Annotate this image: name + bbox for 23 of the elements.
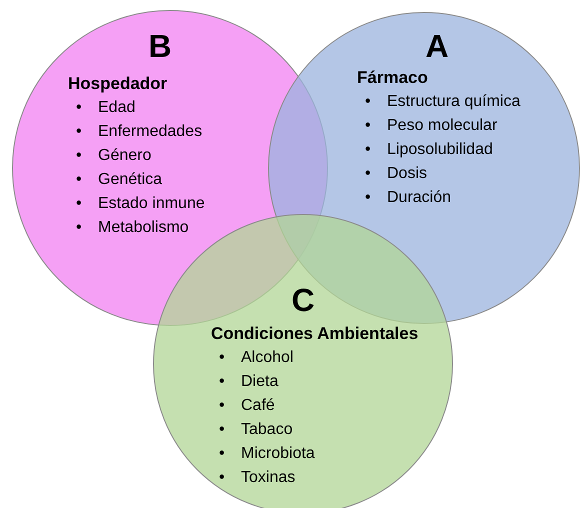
set-heading: Fármaco [357, 68, 428, 88]
circle-letter: C [291, 284, 315, 316]
circle-letter: B [148, 30, 172, 62]
set-heading: Condiciones Ambientales [211, 324, 418, 344]
list-item: • Duración [365, 188, 452, 208]
list-item: • Edad [76, 98, 136, 118]
list-item: • Liposolubilidad [365, 140, 494, 160]
list-item: • Alcohol [219, 348, 294, 368]
list-item: • Dieta [219, 372, 280, 392]
list-item: • Estado inmune [76, 194, 205, 214]
list-item: • Toxinas [219, 468, 296, 488]
list-item: • Género [76, 146, 152, 166]
list-item: • Enfermedades [76, 122, 204, 142]
list-item: • Microbiota [219, 444, 315, 464]
list-item: • Genética [76, 170, 164, 190]
list-item: • Estructura química [365, 92, 520, 112]
list-item: • Dosis [365, 164, 428, 184]
circle-letter: A [425, 30, 449, 62]
list-item: • Tabaco [219, 420, 294, 440]
list-item: • Café [219, 396, 276, 416]
list-item: • Peso molecular [365, 116, 498, 136]
set-heading: Hospedador [68, 74, 168, 94]
list-item: • Metabolismo [76, 218, 190, 238]
